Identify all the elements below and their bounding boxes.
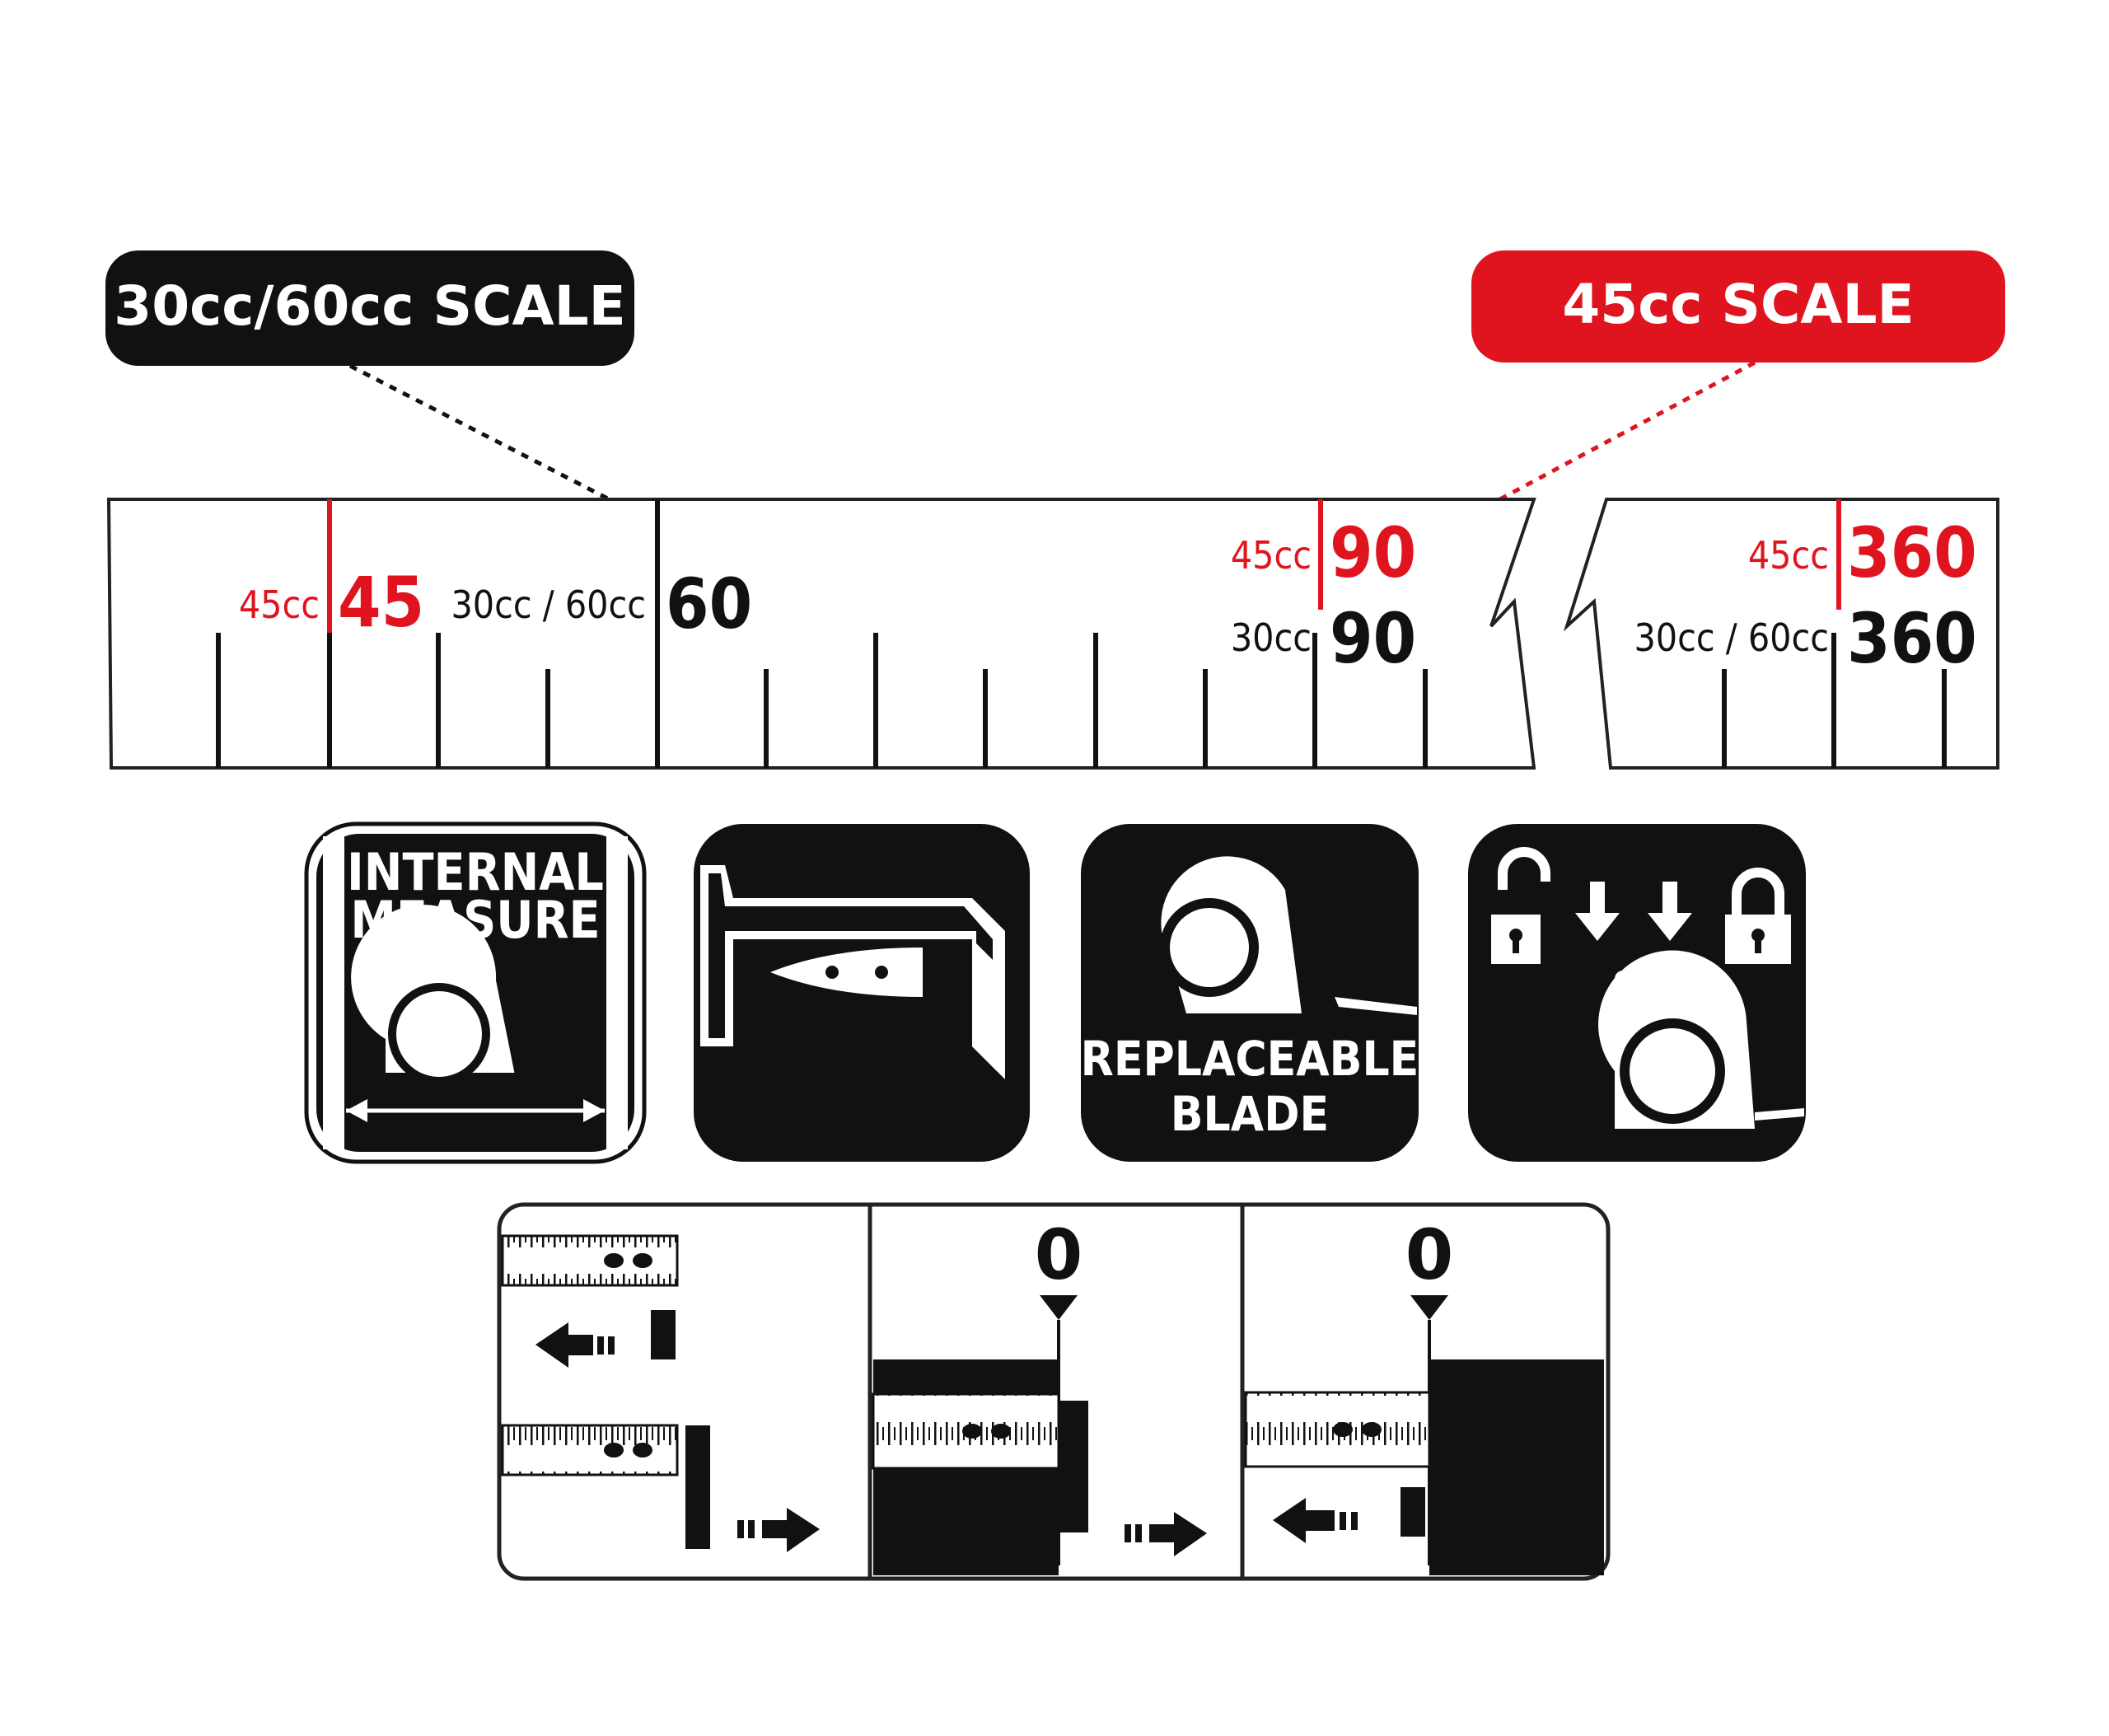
callout-red-leader — [1415, 360, 1756, 546]
value-360-red: 360 — [1847, 512, 1977, 593]
belt-clip-icon — [694, 824, 1030, 1162]
label-30-60cc-a: 30cc / 60cc — [451, 583, 646, 627]
value-90-black: 90 — [1330, 598, 1416, 679]
label-45cc-b: 45cc — [1231, 533, 1312, 578]
value-90-red: 90 — [1330, 512, 1416, 593]
value-45: 45 — [338, 562, 424, 643]
label-45cc: 45cc — [239, 583, 320, 627]
hook-panel: 0 0 — [497, 1202, 1611, 1581]
hook-panel-2: 0 — [872, 1214, 1207, 1575]
callout-red-label: 45cc SCALE — [1562, 273, 1914, 336]
zero-label-2: 0 — [1405, 1214, 1453, 1295]
label-30-60cc-b: 30cc / 60cc — [1634, 615, 1829, 660]
label-30cc: 30cc — [1231, 615, 1312, 660]
zero-label-1: 0 — [1035, 1214, 1083, 1295]
callout-red: 45cc SCALE — [1471, 250, 2005, 363]
replaceable-blade-icon: REPLACEABLE BLADE — [1081, 824, 1419, 1162]
value-60: 60 — [666, 564, 752, 644]
internal-measure-icon: INTERNAL MEASURE — [304, 821, 647, 1164]
internal-label-1: INTERNAL — [347, 842, 604, 902]
replaceable-label-2: BLADE — [1171, 1086, 1329, 1142]
replaceable-label-1: REPLACEABLE — [1081, 1031, 1419, 1087]
ruler-ticks — [216, 499, 1947, 768]
callout-black-leader — [348, 363, 652, 523]
hook-panel-3: 0 — [1244, 1214, 1604, 1575]
callout-black: 30cc/60cc SCALE — [105, 250, 634, 366]
ruler: 45cc 45 30cc / 60cc 60 45cc 90 30cc 90 4… — [106, 498, 1999, 770]
hook-panel-1 — [501, 1234, 820, 1552]
lock-icon — [1468, 824, 1806, 1162]
label-45cc-c: 45cc — [1748, 533, 1829, 578]
value-360-black: 360 — [1847, 598, 1977, 679]
callout-black-label: 30cc/60cc SCALE — [114, 274, 625, 338]
